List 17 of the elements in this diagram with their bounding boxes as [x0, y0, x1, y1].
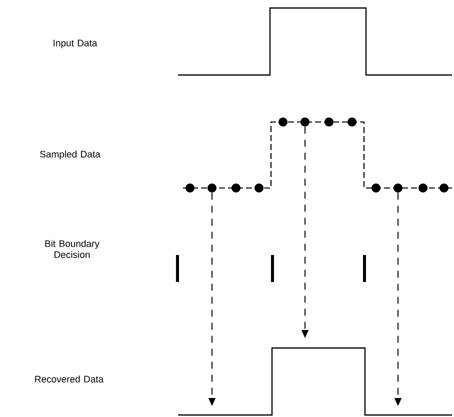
sample-dot	[440, 184, 448, 192]
sample-dot	[324, 118, 334, 126]
row-label: Recovered Data	[35, 376, 104, 382]
sample-dot	[278, 118, 288, 126]
sample-dot	[208, 184, 216, 192]
sample-dot	[372, 184, 380, 192]
sample-dot	[254, 184, 264, 192]
sample-dot	[348, 118, 356, 126]
row-label: Input Data	[54, 40, 98, 48]
sample-dot	[300, 118, 310, 126]
row-label: Sampled Data	[40, 150, 100, 160]
row-label: Bit Boundary Decision	[45, 240, 100, 258]
sample-dot	[186, 184, 194, 192]
sample-dot	[418, 184, 428, 192]
recovered-waveform	[178, 347, 452, 416]
sample-dot	[232, 184, 240, 192]
sample-dot	[394, 184, 402, 192]
